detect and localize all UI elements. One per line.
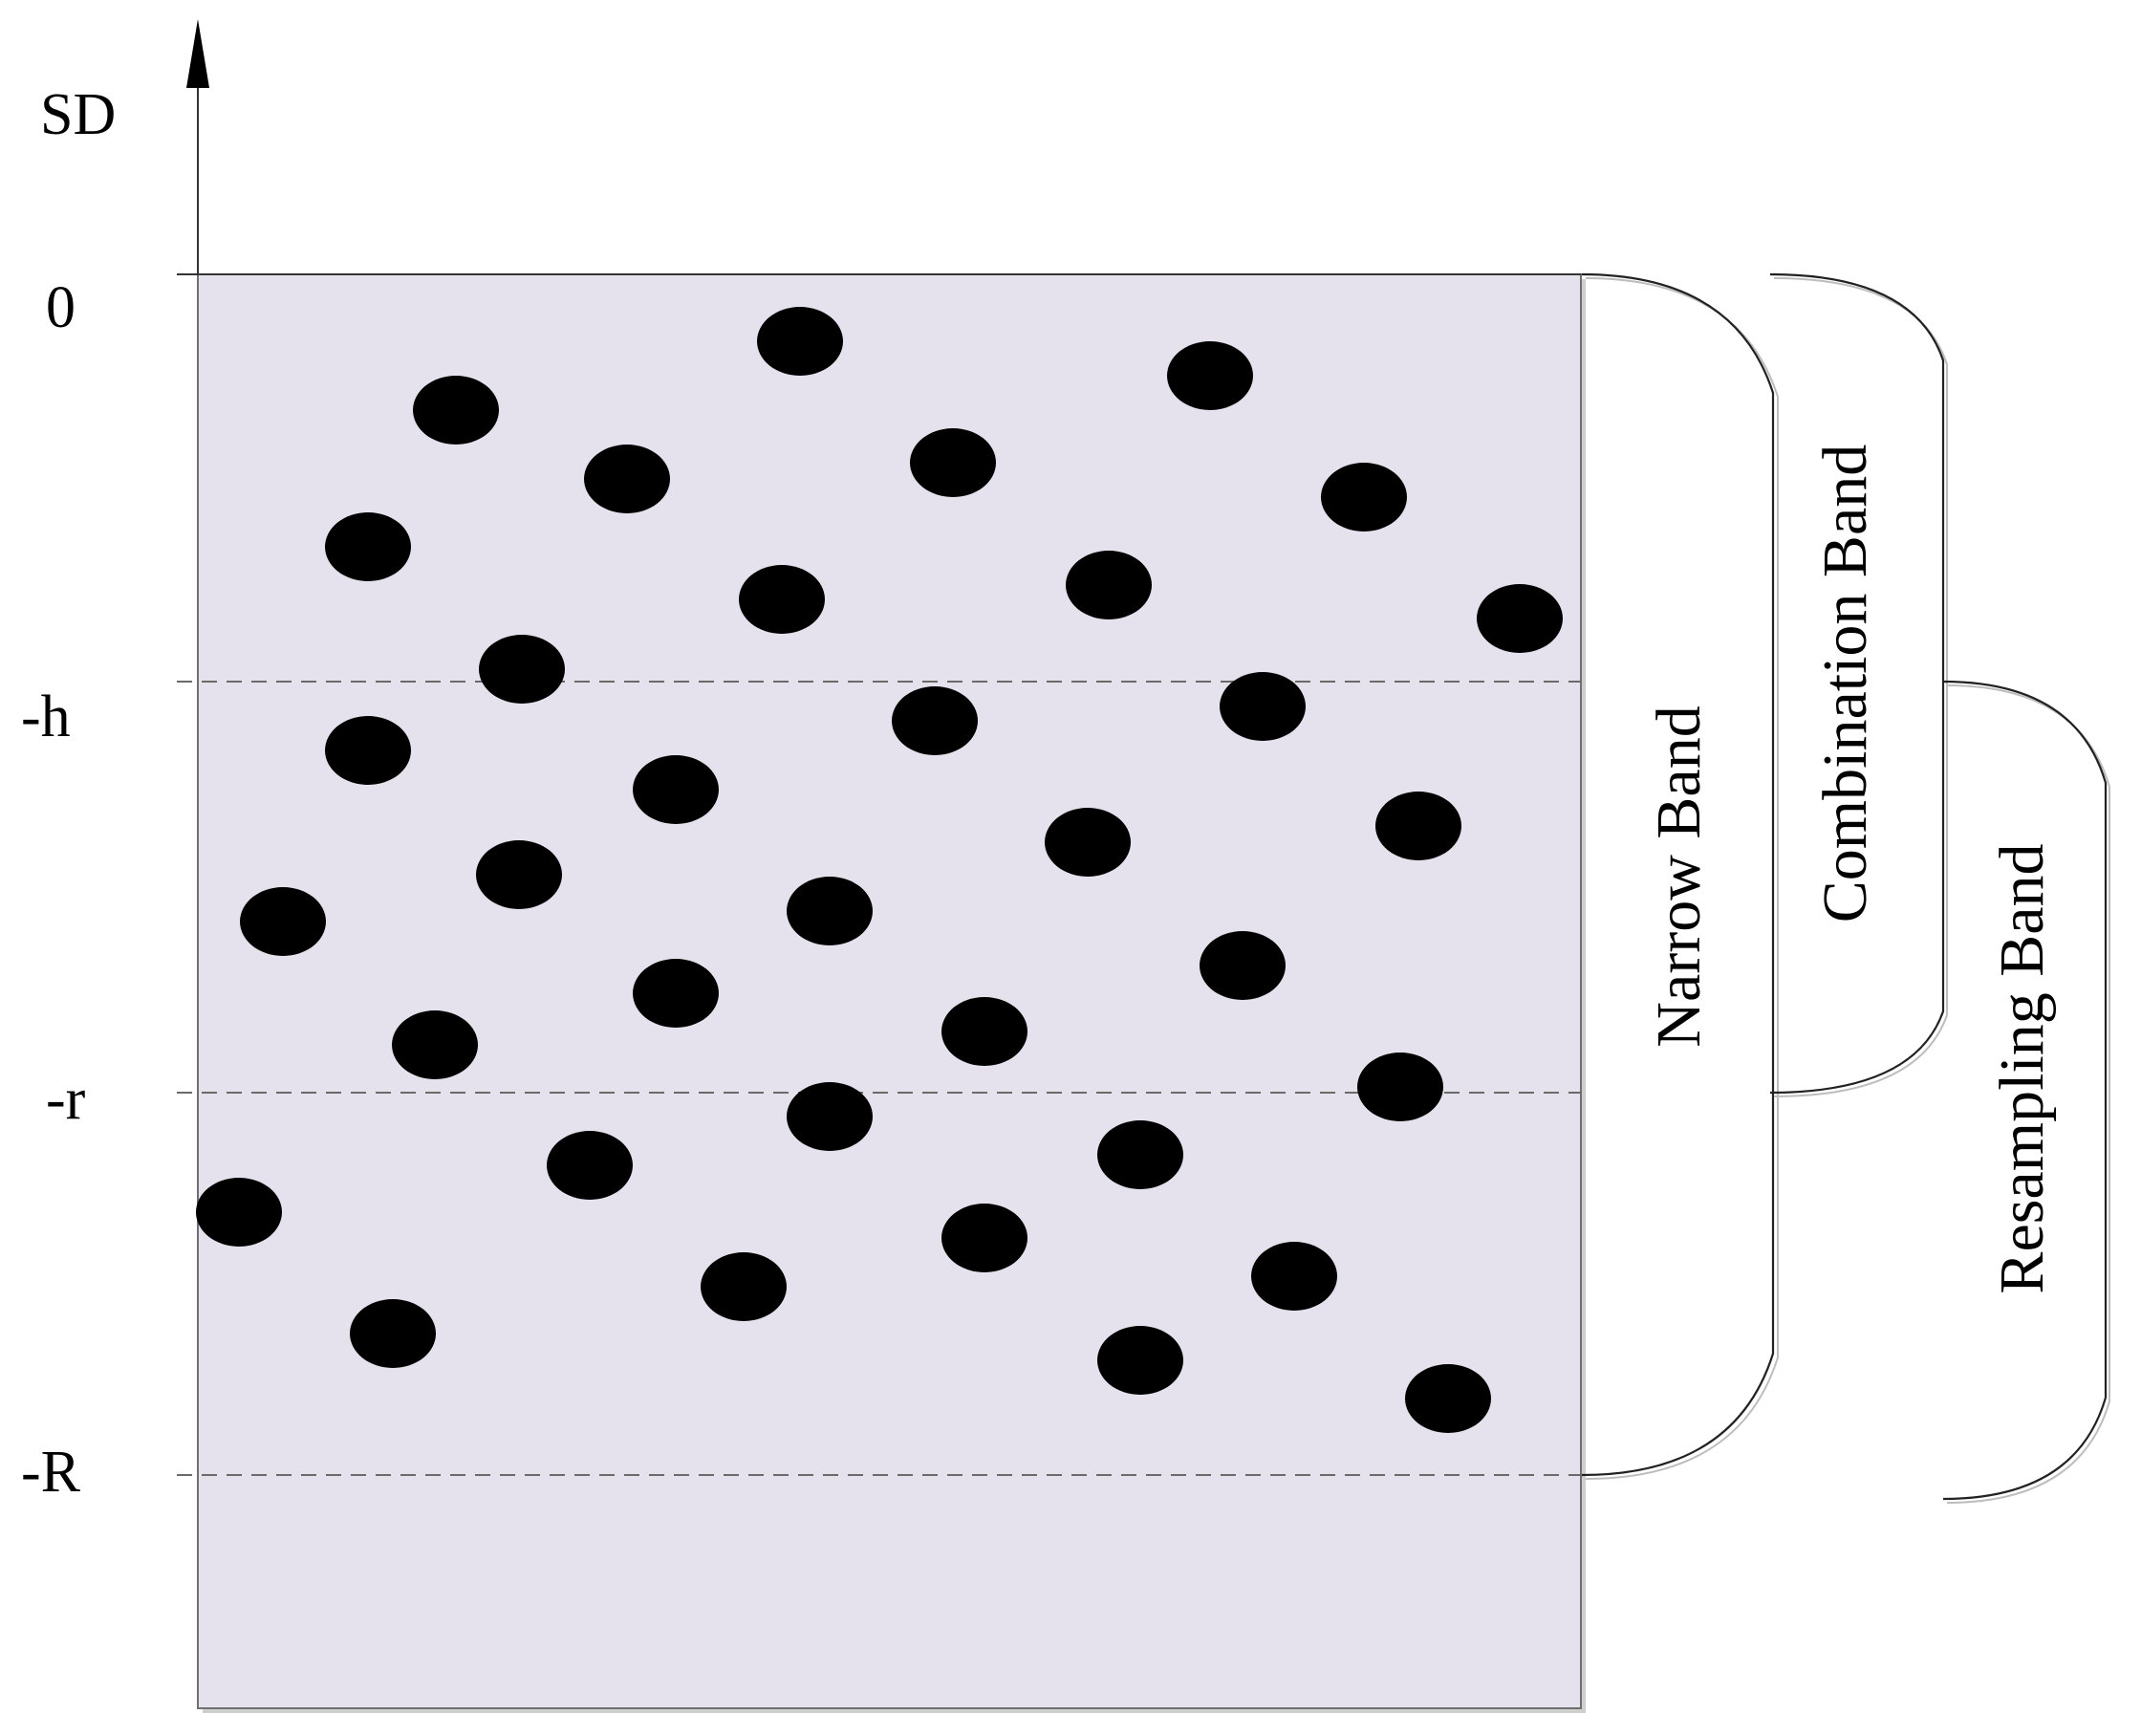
- sd-axis-label: SD: [40, 82, 116, 147]
- particle: [325, 512, 411, 581]
- particle: [739, 565, 825, 634]
- particle: [1167, 341, 1253, 410]
- particle: [941, 1204, 1027, 1272]
- resampling-band-brace-shadow: [1946, 684, 2110, 1504]
- resampling-band-label: Resampling Band: [1987, 843, 2057, 1293]
- particle: [1321, 463, 1407, 532]
- particle: [196, 1178, 282, 1247]
- particle: [1251, 1242, 1337, 1311]
- particle: [413, 376, 499, 445]
- combination-band-brace-shadow: [1773, 277, 1948, 1097]
- particle: [633, 959, 719, 1028]
- resampling-band-brace: [1942, 680, 2108, 1501]
- particle: [1200, 931, 1286, 1000]
- sd-axis-arrow-icon: [186, 19, 209, 88]
- level-label-R: -R: [21, 1440, 81, 1505]
- particle: [1357, 1052, 1443, 1121]
- particle: [1405, 1364, 1491, 1433]
- combination-band-label: Combination Band: [1810, 445, 1880, 922]
- narrow-band-brace-shadow: [1585, 277, 1779, 1480]
- level-label-h: -h: [21, 684, 71, 749]
- particle: [1375, 792, 1461, 860]
- particle: [1220, 672, 1306, 741]
- particle: [1066, 551, 1152, 619]
- particle: [584, 445, 670, 513]
- narrow-band-label: Narrow Band: [1644, 705, 1714, 1047]
- particle: [701, 1252, 787, 1321]
- particle: [757, 307, 843, 376]
- particle: [941, 997, 1027, 1066]
- particle: [1097, 1326, 1183, 1395]
- narrow-band-brace: [1581, 272, 1775, 1477]
- particle: [787, 877, 873, 945]
- particles: [196, 307, 1563, 1433]
- particle: [633, 755, 719, 824]
- particle: [350, 1299, 436, 1368]
- level-label-r: -r: [46, 1067, 86, 1132]
- particle: [325, 716, 411, 785]
- level-label-zero: 0: [46, 275, 76, 340]
- particle: [392, 1010, 478, 1079]
- particle: [892, 686, 978, 755]
- particle: [910, 428, 996, 497]
- combination-band-brace: [1769, 272, 1945, 1095]
- particle: [479, 635, 565, 704]
- particle: [1477, 584, 1563, 653]
- particle: [476, 840, 562, 909]
- particle: [1045, 808, 1131, 877]
- particle: [1097, 1120, 1183, 1189]
- particle: [787, 1082, 873, 1151]
- particle: [240, 887, 326, 956]
- particle: [547, 1131, 633, 1200]
